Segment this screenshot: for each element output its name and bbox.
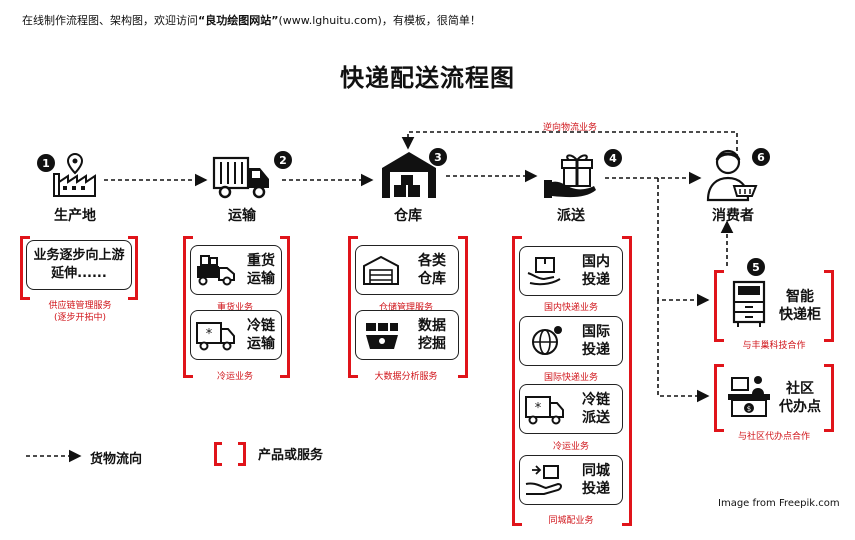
stage-label-warehouse: 仓库: [394, 208, 422, 224]
legend-bracket-right: [238, 442, 246, 466]
service-card-text: 数据挖掘: [418, 318, 446, 352]
domestic-parcel-icon: [520, 250, 570, 292]
service-card[interactable]: 国际投递: [519, 316, 623, 366]
bracket-left: [512, 236, 522, 526]
origin-caption-1: 供应链管理服务: [48, 301, 112, 311]
svg-text:*: *: [206, 327, 213, 342]
stage-label-delivery: 派送: [557, 208, 585, 224]
bracket-right: [128, 236, 138, 300]
reverse-logistics-arrow: [401, 131, 738, 158]
consumer-icon: [704, 148, 760, 202]
stage-label-transport: 运输: [228, 208, 256, 224]
service-card-text: 各类仓库: [418, 253, 446, 287]
data-mining-icon: [356, 314, 406, 356]
legend-product-label: 产品或服务: [258, 448, 324, 463]
smart-locker-icon: [728, 280, 770, 328]
service-caption: 国内快递业务: [543, 303, 598, 313]
step-badge-5: 5: [747, 258, 765, 276]
service-caption: 仓储管理服务: [378, 303, 433, 313]
legend-bracket-left: [214, 442, 222, 466]
top-note-suffix: (www.lghuitu.com)，有模板，很简单！: [278, 14, 481, 27]
gift-hand-icon: [542, 150, 600, 200]
truck-icon: [212, 154, 272, 200]
top-note-site[interactable]: “良功绘图网站”: [198, 14, 279, 27]
bracket-left: [20, 236, 30, 300]
community-agent-icon: $: [726, 372, 772, 418]
endpoint-text: 智能快递柜: [779, 289, 821, 323]
service-card-text: 冷链派送: [582, 392, 610, 426]
hand-parcel-icon: [520, 459, 570, 501]
step-badge-1: 1: [37, 154, 55, 172]
service-card[interactable]: 同城投递: [519, 455, 623, 505]
svg-text:$: $: [747, 405, 751, 413]
service-card[interactable]: 各类仓库: [355, 245, 459, 295]
service-caption: 大数据分析服务: [374, 372, 438, 382]
service-card-text: 冷链运输: [247, 318, 275, 352]
service-card-text: 同城投递: [582, 463, 610, 497]
step-badge-6: 6: [752, 148, 770, 166]
factory-location-icon: [48, 152, 102, 200]
stage-label-origin: 生产地: [54, 208, 96, 224]
reverse-logistics-label: 逆向物流业务: [542, 123, 597, 133]
page-title: 快递配送流程图: [340, 64, 515, 92]
bracket-right: [458, 236, 468, 378]
service-card[interactable]: * 冷链运输: [190, 310, 282, 360]
bracket-right: [824, 364, 834, 432]
bracket-left: [183, 236, 193, 378]
heavy-truck-icon: [191, 249, 241, 291]
top-note-prefix: 在线制作流程图、架构图，欢迎访问: [22, 14, 198, 27]
step-badge-3: 3: [429, 148, 447, 166]
bracket-left: [348, 236, 358, 378]
endpoint-caption: 与丰巢科技合作: [742, 341, 806, 351]
service-caption: 冷运业务: [552, 442, 589, 452]
service-card-text: 国际投递: [582, 324, 610, 358]
legend-flow-label: 货物流向: [90, 452, 143, 467]
service-card-text: 重货运输: [247, 253, 275, 287]
step-badge-4: 4: [604, 149, 622, 167]
flow-arrow-to-locker: [657, 178, 710, 307]
cold-chain-truck-icon: *: [520, 388, 570, 430]
origin-card-text: 业务逐步向上游延伸......: [33, 248, 125, 281]
bracket-right: [824, 270, 834, 342]
svg-text:*: *: [535, 401, 542, 416]
origin-card[interactable]: 业务逐步向上游延伸......: [26, 240, 132, 290]
service-caption: 同城配业务: [548, 516, 594, 526]
warehouse-building-icon: [356, 249, 406, 291]
service-caption: 冷运业务: [216, 372, 253, 382]
endpoint-caption: 与社区代办点合作: [737, 432, 810, 442]
service-card[interactable]: * 冷链派送: [519, 384, 623, 434]
service-card-text: 国内投递: [582, 254, 610, 288]
warehouse-icon: [380, 150, 438, 200]
service-caption: 重货业务: [216, 303, 253, 313]
endpoint-text: 社区代办点: [779, 381, 821, 415]
bracket-left: [714, 364, 724, 432]
stage-label-consumer: 消费者: [712, 208, 754, 224]
service-caption: 国际快递业务: [543, 373, 598, 383]
bracket-right: [622, 236, 632, 526]
flow-arrow-to-community: [657, 300, 710, 403]
service-card[interactable]: 数据挖掘: [355, 310, 459, 360]
step-badge-2: 2: [274, 151, 292, 169]
top-note: 在线制作流程图、架构图，欢迎访问“良功绘图网站”(www.lghuitu.com…: [22, 12, 481, 28]
cold-chain-truck-icon: *: [191, 314, 241, 356]
image-credit: Image from Freepik.com: [718, 498, 840, 509]
globe-icon: [520, 320, 570, 362]
bracket-left: [714, 270, 724, 342]
service-card[interactable]: 重货运输: [190, 245, 282, 295]
origin-caption-2: (逐步开拓中): [53, 313, 107, 323]
service-card[interactable]: 国内投递: [519, 246, 623, 296]
bracket-right: [280, 236, 290, 378]
